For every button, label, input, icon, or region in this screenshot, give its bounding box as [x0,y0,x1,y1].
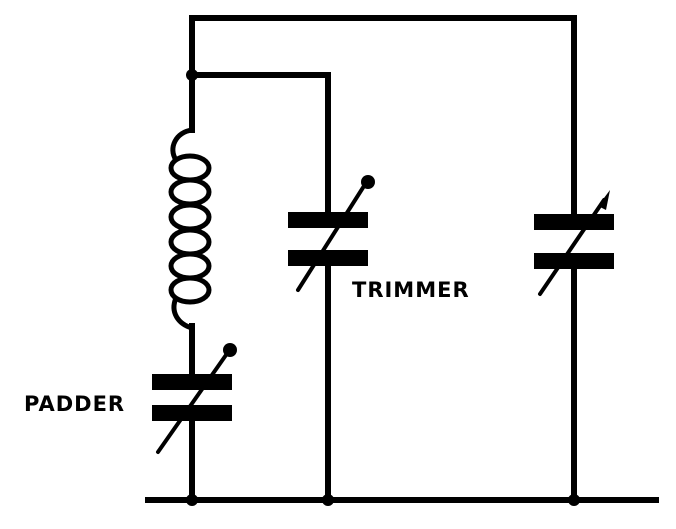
padder-label: PADDER [24,392,125,416]
inductor-coil [168,127,212,331]
trimmer-label: TRIMMER [352,278,470,302]
outer-top-wire [189,15,577,217]
tuning-capacitor [534,190,614,296]
bottom-junction-dot-trimmer [322,494,334,506]
padder-capacitor [152,343,237,454]
bottom-junction-dot-padder [186,494,198,506]
inner-top-wire [189,72,331,217]
trimmer-capacitor [288,175,375,292]
bottom-junction-dot-tuning [568,494,580,506]
